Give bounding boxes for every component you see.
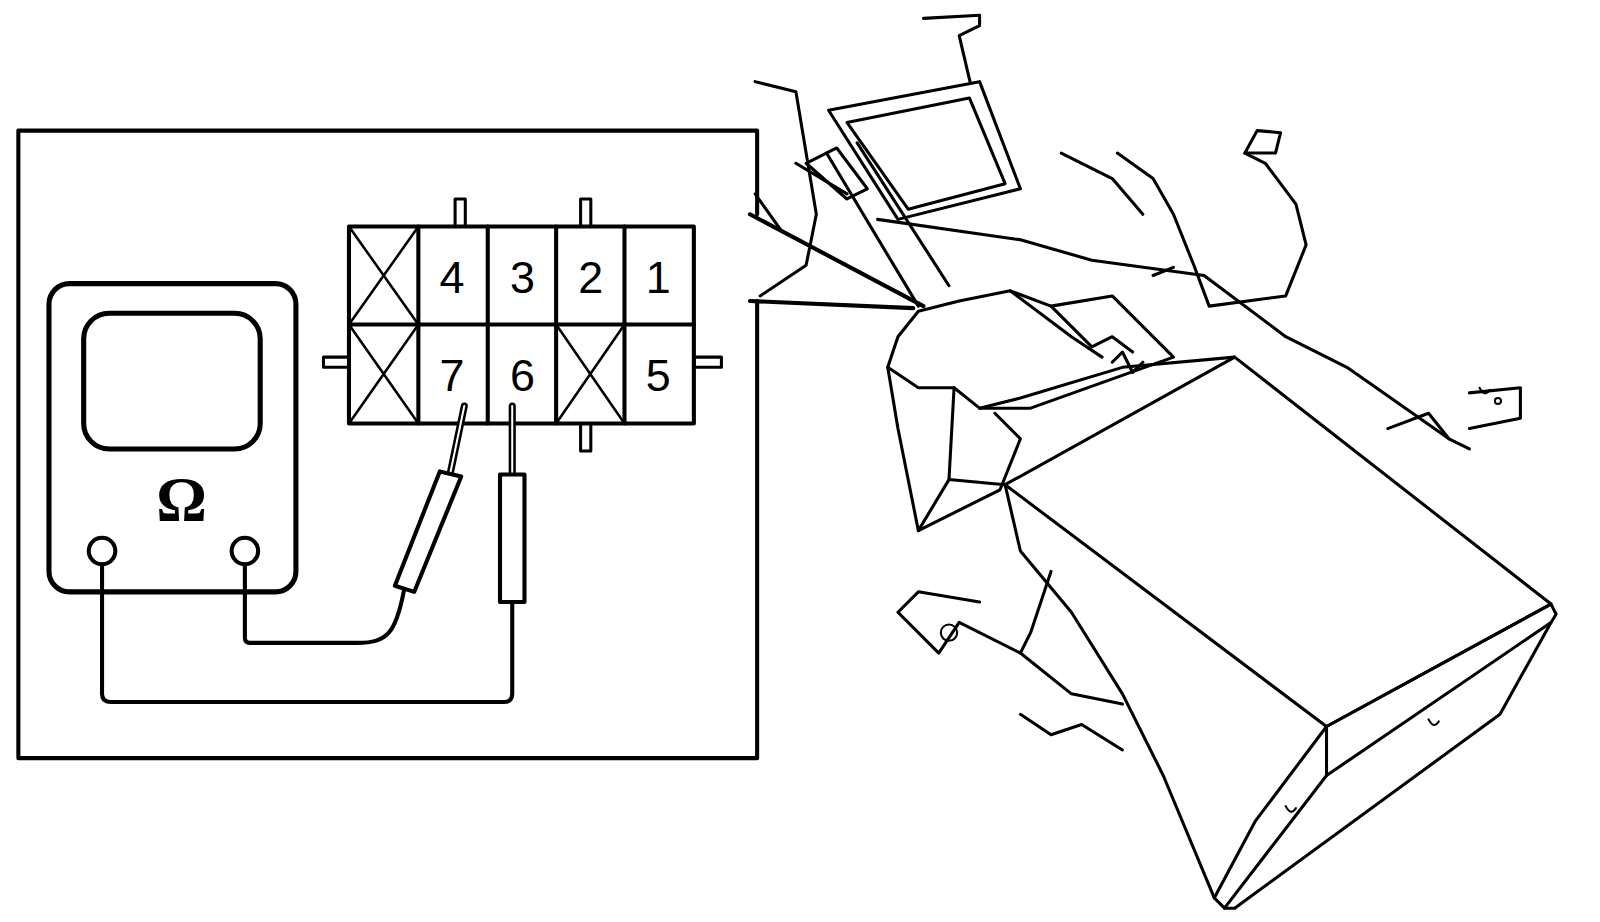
- pin-number: 2: [578, 255, 603, 300]
- connector: [323, 199, 721, 451]
- module-illustration: [755, 15, 1556, 908]
- ohm-symbol: Ω: [156, 468, 207, 531]
- callout-lines: [750, 214, 923, 308]
- ohmmeter: [49, 284, 296, 592]
- pin-number: 5: [646, 353, 671, 398]
- pin-number: 4: [440, 255, 465, 300]
- pin-number: 1: [646, 255, 671, 300]
- pin-number: 7: [440, 353, 465, 398]
- pin-number: 6: [510, 353, 535, 398]
- pin-number: 3: [510, 255, 535, 300]
- inset-frame: [18, 131, 757, 759]
- test-leads: [102, 406, 524, 702]
